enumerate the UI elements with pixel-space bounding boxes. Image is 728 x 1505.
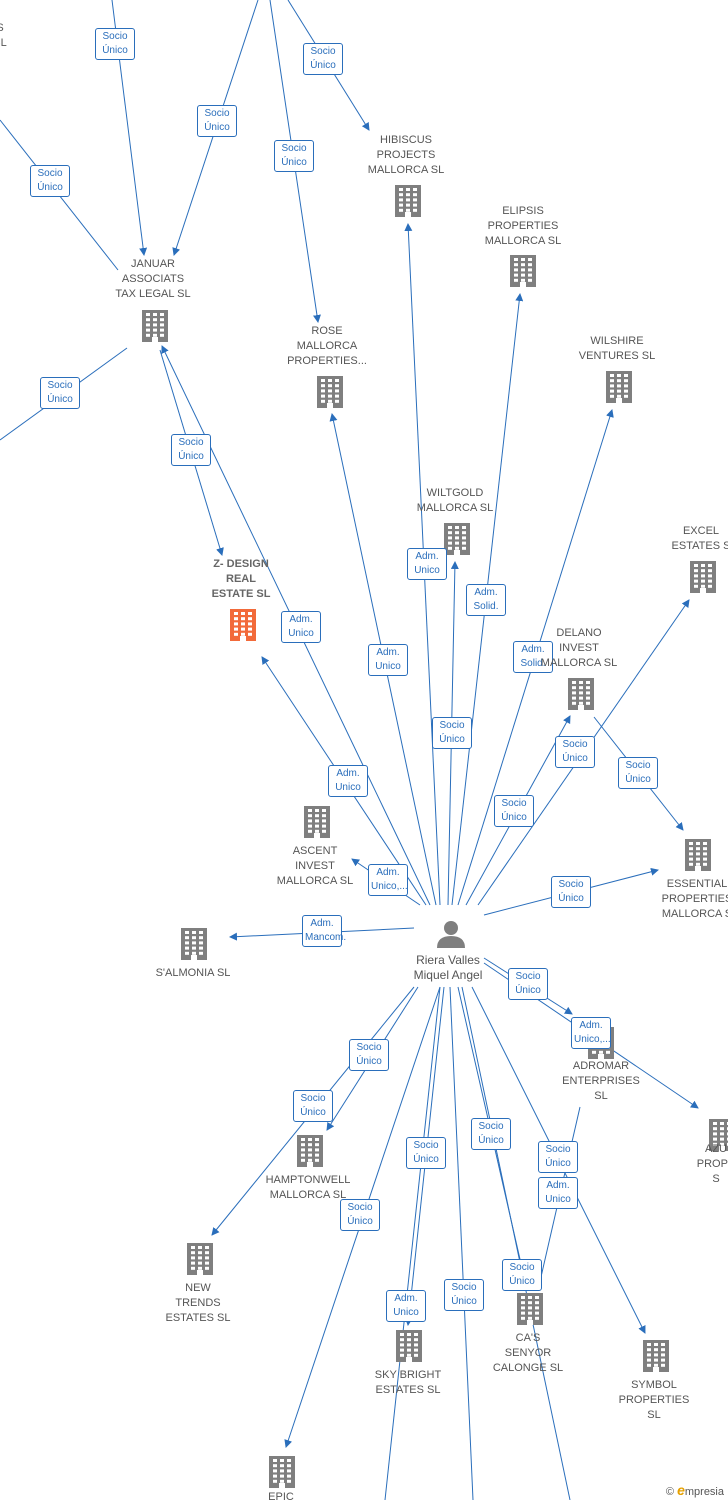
building-icon[interactable] (304, 806, 330, 838)
edge-label[interactable]: Socio Único (274, 140, 314, 172)
company-label[interactable]: HIBISCUS PROJECTS MALLORCA SL (367, 133, 445, 176)
building-icon[interactable] (230, 609, 256, 641)
building-icon[interactable] (444, 523, 470, 555)
company-label[interactable]: DELANO INVEST MALLORCA SL (540, 626, 618, 669)
brand-initial: e (677, 1482, 685, 1498)
edge-label[interactable]: Socio Único (471, 1118, 511, 1150)
edge-label[interactable]: Socio Único (340, 1199, 380, 1231)
edge-label[interactable]: Adm. Unico (328, 765, 368, 797)
company-label[interactable]: NEW TRENDS ESTATES SL (165, 1281, 231, 1324)
edge-label[interactable]: Socio Único (171, 434, 211, 466)
edge-label[interactable]: Socio Único (293, 1090, 333, 1122)
edge-label[interactable]: Adm. Unico (386, 1290, 426, 1322)
edge-line (384, 986, 441, 1500)
company-label[interactable]: ADROMAR ENTERPRISES SL (562, 1059, 640, 1102)
company-label[interactable]: S SL (0, 22, 7, 49)
edge-label[interactable]: Socio Único (618, 757, 658, 789)
edge-label[interactable]: Adm. Unico (281, 611, 321, 643)
building-icon[interactable] (709, 1119, 728, 1151)
company-label[interactable]: SYMBOL PROPERTIES SL (618, 1378, 690, 1421)
person-label[interactable]: Riera Valles Miquel Angel (413, 953, 483, 982)
building-icon[interactable] (510, 255, 536, 287)
company-label[interactable]: S'ALMONIA SL (155, 966, 231, 979)
edge-label[interactable]: Adm. Unico (407, 548, 447, 580)
edge-label[interactable]: Adm. Solid. (513, 641, 553, 673)
edge-label[interactable]: Socio Único (95, 28, 135, 60)
edge-label[interactable]: Socio Único (432, 717, 472, 749)
building-icon[interactable] (396, 1330, 422, 1362)
edge-line (449, 986, 474, 1500)
edge-label[interactable]: Socio Único (303, 43, 343, 75)
edge-label[interactable]: Socio Único (444, 1279, 484, 1311)
edge-label[interactable]: Socio Único (406, 1137, 446, 1169)
edge-label[interactable]: Socio Único (30, 165, 70, 197)
edge-label[interactable]: Socio Único (551, 876, 591, 908)
edge-label[interactable]: Socio Único (494, 795, 534, 827)
building-icon[interactable] (269, 1456, 295, 1488)
edge-label[interactable]: Adm. Unico (538, 1177, 578, 1209)
company-label[interactable]: ASCENT INVEST MALLORCA SL (276, 844, 354, 887)
building-icon[interactable] (517, 1293, 543, 1325)
company-label[interactable]: ROSE MALLORCA PROPERTIES... (287, 324, 367, 367)
building-icon[interactable] (643, 1340, 669, 1372)
company-label[interactable]: ELIPSIS PROPERTIES MALLORCA SL (484, 204, 562, 247)
edge-label[interactable]: Socio Único (555, 736, 595, 768)
edge-label[interactable]: Adm. Unico,... (571, 1017, 611, 1049)
edge-label[interactable]: Socio Único (508, 968, 548, 1000)
edge-label[interactable]: Socio Único (197, 105, 237, 137)
building-icon[interactable] (181, 928, 207, 960)
brand-name: mpresia (684, 1486, 724, 1498)
company-label[interactable]: HAMPTONWELL MALLORCA SL (265, 1174, 351, 1201)
edge-line (461, 986, 571, 1500)
copyright-symbol: © (665, 1486, 675, 1498)
building-icon[interactable] (317, 376, 343, 408)
person-icon[interactable] (437, 921, 465, 948)
edge-label[interactable]: Adm. Unico,... (368, 864, 408, 896)
edge-label[interactable]: Socio Único (502, 1259, 542, 1291)
building-icon[interactable] (685, 839, 711, 871)
building-icon[interactable] (395, 185, 421, 217)
building-icon[interactable] (568, 678, 594, 710)
edge-label[interactable]: Adm. Mancom. (302, 915, 346, 947)
company-label[interactable]: Z- DESIGN REAL ESTATE SL (211, 557, 271, 600)
company-label[interactable]: SKY BRIGHT ESTATES SL (374, 1369, 442, 1396)
edge-label[interactable]: Socio Único (40, 377, 80, 409)
building-icon[interactable] (690, 561, 716, 593)
building-icon[interactable] (142, 310, 168, 342)
company-label[interactable]: WILTGOLD MALLORCA SL (416, 487, 494, 514)
edge-label[interactable]: Socio Único (538, 1141, 578, 1173)
edge-label[interactable]: Adm. Unico (368, 644, 408, 676)
edge-label[interactable]: Adm. Solid. (466, 584, 506, 616)
company-label[interactable]: CA'S SENYOR CALONGE SL (492, 1331, 564, 1374)
company-label[interactable]: AZU PROPE S (696, 1142, 728, 1185)
brand-watermark: © empresia (666, 1482, 724, 1498)
company-label[interactable]: EPIC (268, 1490, 294, 1503)
company-label[interactable]: WILSHIRE VENTURES SL (578, 335, 656, 362)
building-icon[interactable] (297, 1135, 323, 1167)
edge-label[interactable]: Socio Único (349, 1039, 389, 1071)
building-icon[interactable] (606, 371, 632, 403)
building-icon[interactable] (187, 1243, 213, 1275)
company-label[interactable]: JANUAR ASSOCIATS TAX LEGAL SL (115, 257, 191, 300)
company-label[interactable]: ESSENTIAL PROPERTIES MALLORCA S (661, 877, 728, 920)
company-label[interactable]: EXCEL ESTATES S (671, 525, 728, 552)
